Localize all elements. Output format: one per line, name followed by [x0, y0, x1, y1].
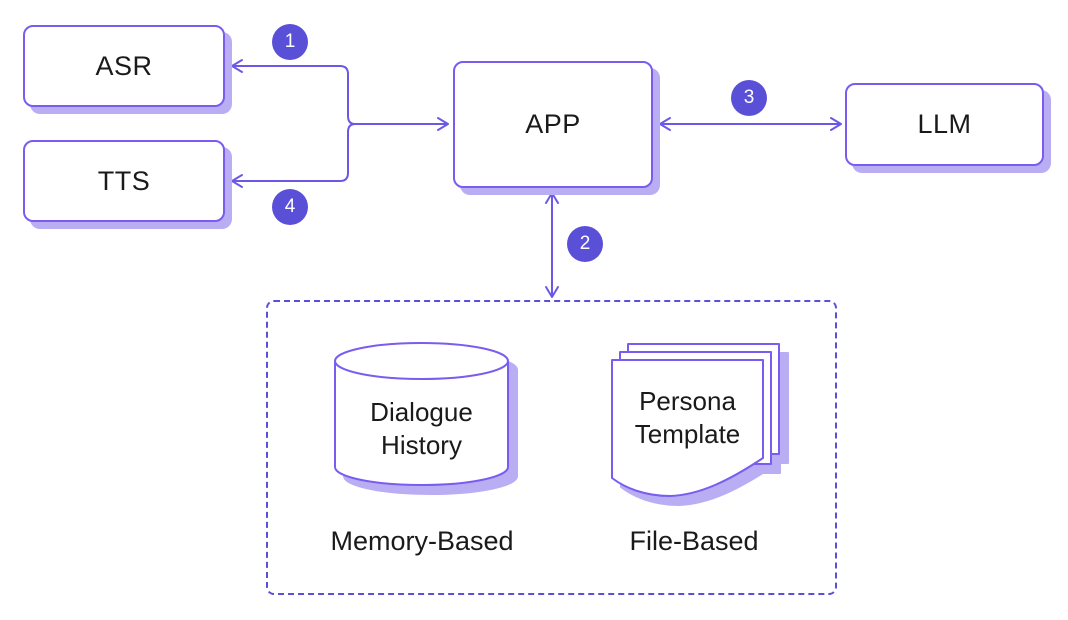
arrowhead-right-icon [830, 117, 842, 131]
persona-template-line2: Template [634, 419, 741, 449]
node-asr-label: ASR [95, 50, 153, 81]
brace-connector [231, 59, 449, 188]
node-tts: TTS [23, 140, 225, 222]
step-badge-4: 4 [272, 189, 308, 225]
node-app: APP [453, 61, 653, 188]
node-llm-label: LLM [917, 109, 972, 139]
arrowhead-to-app-left [437, 117, 449, 131]
persona-template-line1: Persona [639, 386, 736, 416]
dialogue-history-line1: Dialogue [370, 397, 473, 427]
step-badge-3-label: 3 [743, 87, 755, 108]
step-badge-4-label: 4 [284, 196, 296, 217]
node-tts-label: TTS [97, 165, 151, 196]
node-llm: LLM [845, 83, 1044, 166]
node-app-label: APP [525, 109, 581, 139]
arrow-app-llm [659, 117, 842, 131]
arrowhead-to-asr [231, 59, 243, 73]
step-badge-2-label: 2 [579, 233, 591, 254]
storage-container [266, 300, 837, 595]
arrow-app-storage [545, 192, 559, 298]
file-based-caption: File-Based [629, 526, 759, 556]
persona-template-label: Persona Template [610, 385, 765, 451]
dialogue-history-label: Dialogue History [335, 396, 508, 462]
step-badge-1-label: 1 [284, 31, 296, 52]
dialogue-history-line2: History [381, 430, 462, 460]
step-badge-2: 2 [567, 226, 603, 262]
step-badge-1: 1 [272, 24, 308, 60]
memory-based-caption: Memory-Based [330, 526, 514, 556]
database-cylinder-icon [334, 342, 518, 495]
arrowhead-down-icon [545, 286, 559, 298]
node-asr: ASR [23, 25, 225, 107]
arrowhead-to-tts [231, 174, 243, 188]
arrowhead-left-icon [659, 117, 671, 131]
step-badge-3: 3 [731, 80, 767, 116]
arrowhead-up-icon [545, 192, 559, 204]
document-stack-icon [611, 343, 789, 506]
